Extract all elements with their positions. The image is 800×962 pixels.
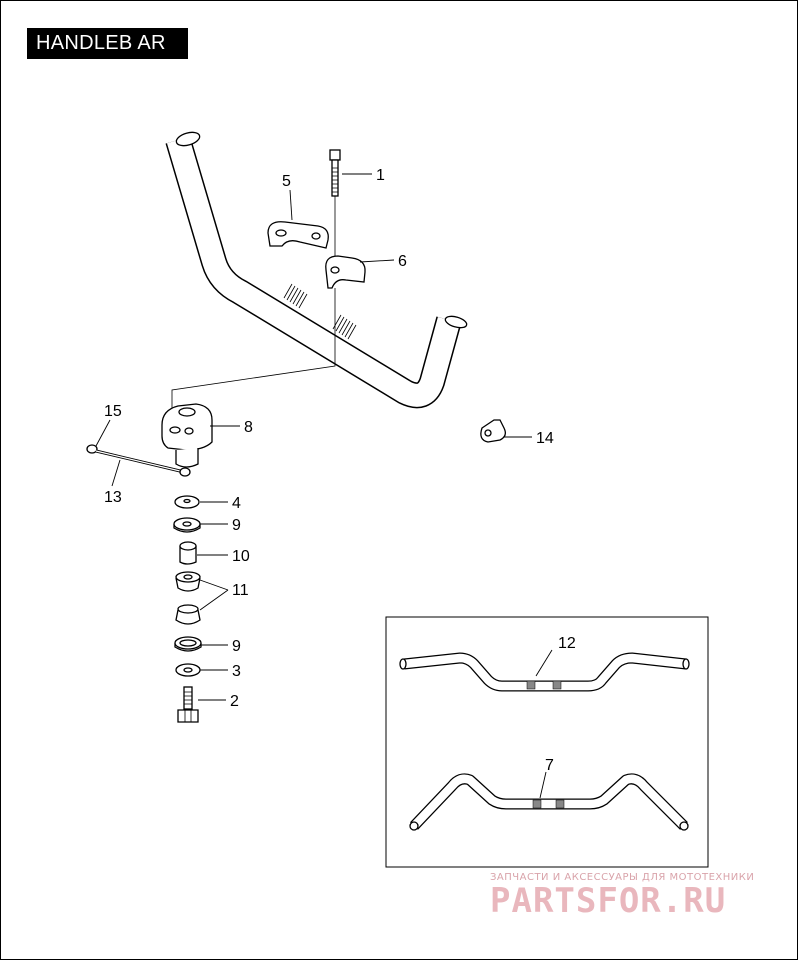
watermark-tagline: ЗАПЧАСТИ И АКСЕССУАРЫ ДЛЯ МОТОТЕХНИКИ (490, 872, 754, 883)
callout-8: 8 (244, 419, 253, 436)
bushing-lower (174, 636, 202, 652)
handlebar-option-7 (409, 773, 689, 831)
handlebar-main (165, 131, 468, 409)
handlebar-option-12 (399, 652, 690, 692)
callout-9-upper: 9 (232, 517, 241, 534)
cable-clip (480, 419, 506, 443)
riser-bolt-bottom (177, 686, 199, 723)
callout-13: 13 (104, 489, 122, 506)
callout-12: 12 (558, 635, 576, 652)
knurl-marks (283, 283, 357, 340)
rubber-bushing-lower (175, 604, 201, 625)
upper-clamp-right (325, 255, 366, 289)
callout-11: 11 (232, 582, 249, 599)
callout-6: 6 (398, 253, 407, 270)
callout-1: 1 (376, 167, 385, 184)
rubber-bushing-upper (175, 571, 201, 592)
callout-14: 14 (536, 430, 554, 447)
callout-3: 3 (232, 663, 241, 680)
bushing-upper (173, 517, 201, 533)
callout-7: 7 (545, 757, 554, 774)
callout-2: 2 (230, 693, 239, 710)
callouts: 1 5 6 8 15 13 4 9 10 11 9 3 2 14 12 7 (104, 167, 576, 774)
callout-10: 10 (232, 548, 250, 565)
callout-5: 5 (282, 173, 291, 190)
callout-9-lower: 9 (232, 638, 241, 655)
upper-clamp-left (267, 221, 329, 249)
riser (161, 403, 213, 468)
watermark: ЗАПЧАСТИ И АКСЕССУАРЫ ДЛЯ МОТОТЕХНИКИ PA… (490, 872, 754, 921)
washer-lower (175, 663, 201, 677)
leader-lines (95, 173, 553, 799)
washer-upper (174, 495, 200, 509)
watermark-brand: PARTSFOR.RU (490, 881, 726, 921)
ground-strap (86, 444, 191, 477)
sleeve (179, 541, 197, 565)
page-title: HANDLEB AR (27, 28, 188, 59)
inset-box (385, 616, 709, 868)
riser-bolt-top (329, 149, 341, 262)
callout-15: 15 (104, 403, 122, 420)
callout-4: 4 (232, 495, 241, 512)
